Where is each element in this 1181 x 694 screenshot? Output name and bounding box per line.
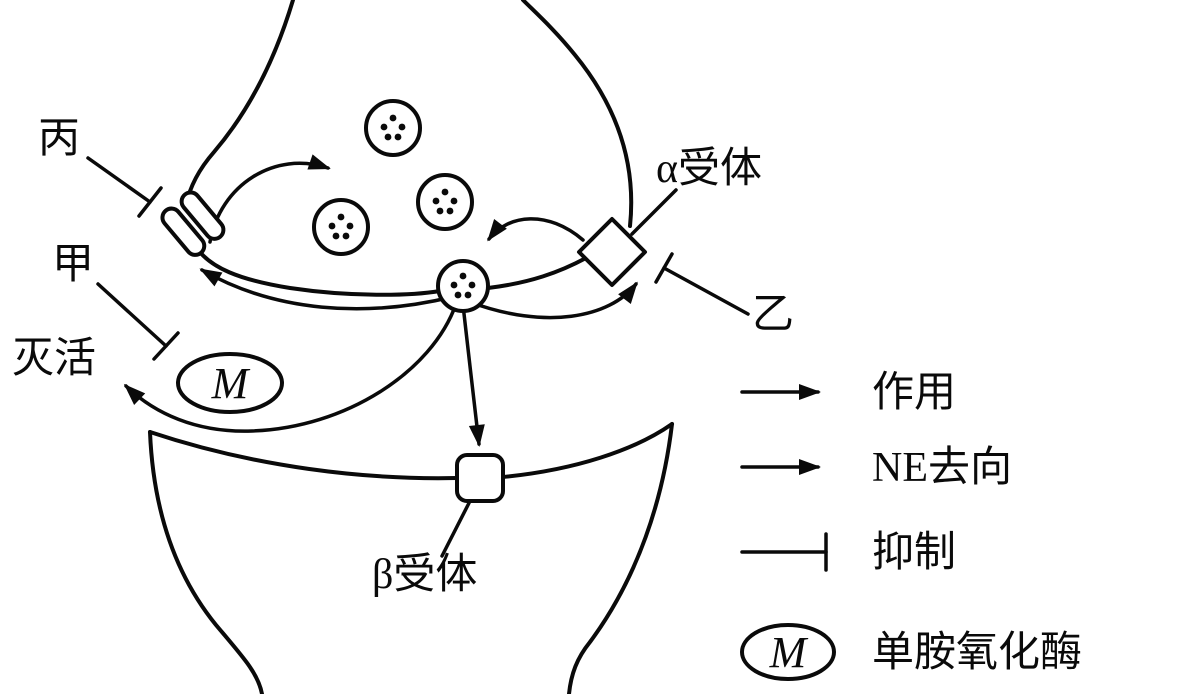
- alpha-pointer-line: [630, 188, 678, 236]
- reuptake-arrow: [199, 268, 454, 311]
- legend: 作用 NE去向 抑制 M 单胺氧化酶: [740, 370, 1082, 681]
- ne-to-mao-arrow: [123, 302, 458, 433]
- reuptake-transporter: [160, 190, 226, 257]
- presynaptic-membrane-right: [486, 256, 588, 290]
- legend-inhibition-symbol: [740, 532, 828, 572]
- label-alpha-receptor: α受体: [656, 146, 762, 192]
- alpha-receptor: [577, 217, 647, 287]
- presynaptic-left-edge: [184, 0, 295, 207]
- ne-to-beta-arrow: [461, 303, 485, 447]
- ne-to-alpha-arrow: [468, 281, 638, 320]
- label-miehuo: 灭活: [12, 336, 96, 382]
- postsynaptic-membrane-left: [148, 430, 459, 481]
- vesicle: [416, 173, 474, 231]
- alpha-feedback-arrow: [487, 217, 585, 242]
- presynaptic-membrane-left: [194, 245, 442, 297]
- label-jia: 甲: [52, 242, 94, 288]
- legend-inhibition-label: 抑制: [872, 530, 956, 576]
- fused-vesicle: [436, 259, 490, 313]
- vesicle: [312, 198, 370, 256]
- label-yi: 乙: [752, 292, 794, 338]
- beta-receptor: [455, 453, 505, 503]
- legend-mao-symbol: M: [740, 623, 836, 681]
- vesicle: [364, 99, 422, 157]
- postsynaptic-right-edge: [567, 422, 674, 694]
- vesicle-refill-arrow: [208, 154, 331, 244]
- label-bing: 丙: [38, 116, 80, 162]
- postsynaptic-membrane-right: [501, 422, 674, 479]
- jia-pointer-tbar: [96, 282, 180, 361]
- legend-mao-label: 单胺氧化酶: [872, 630, 1082, 676]
- legend-action-label: 作用: [872, 370, 956, 416]
- yi-pointer-tbar: [654, 252, 750, 316]
- bing-pointer-tbar: [86, 156, 163, 218]
- presynaptic-right-edge: [521, 0, 634, 228]
- mao-ellipse: [176, 352, 284, 414]
- mao-symbol-label: M: [211, 359, 251, 408]
- postsynaptic-left-edge: [148, 430, 264, 694]
- label-beta-receptor: β受体: [372, 552, 477, 598]
- beta-pointer-line: [440, 501, 471, 558]
- legend-ne-label: NE去向: [872, 445, 1012, 491]
- svg-text:M: M: [769, 628, 809, 677]
